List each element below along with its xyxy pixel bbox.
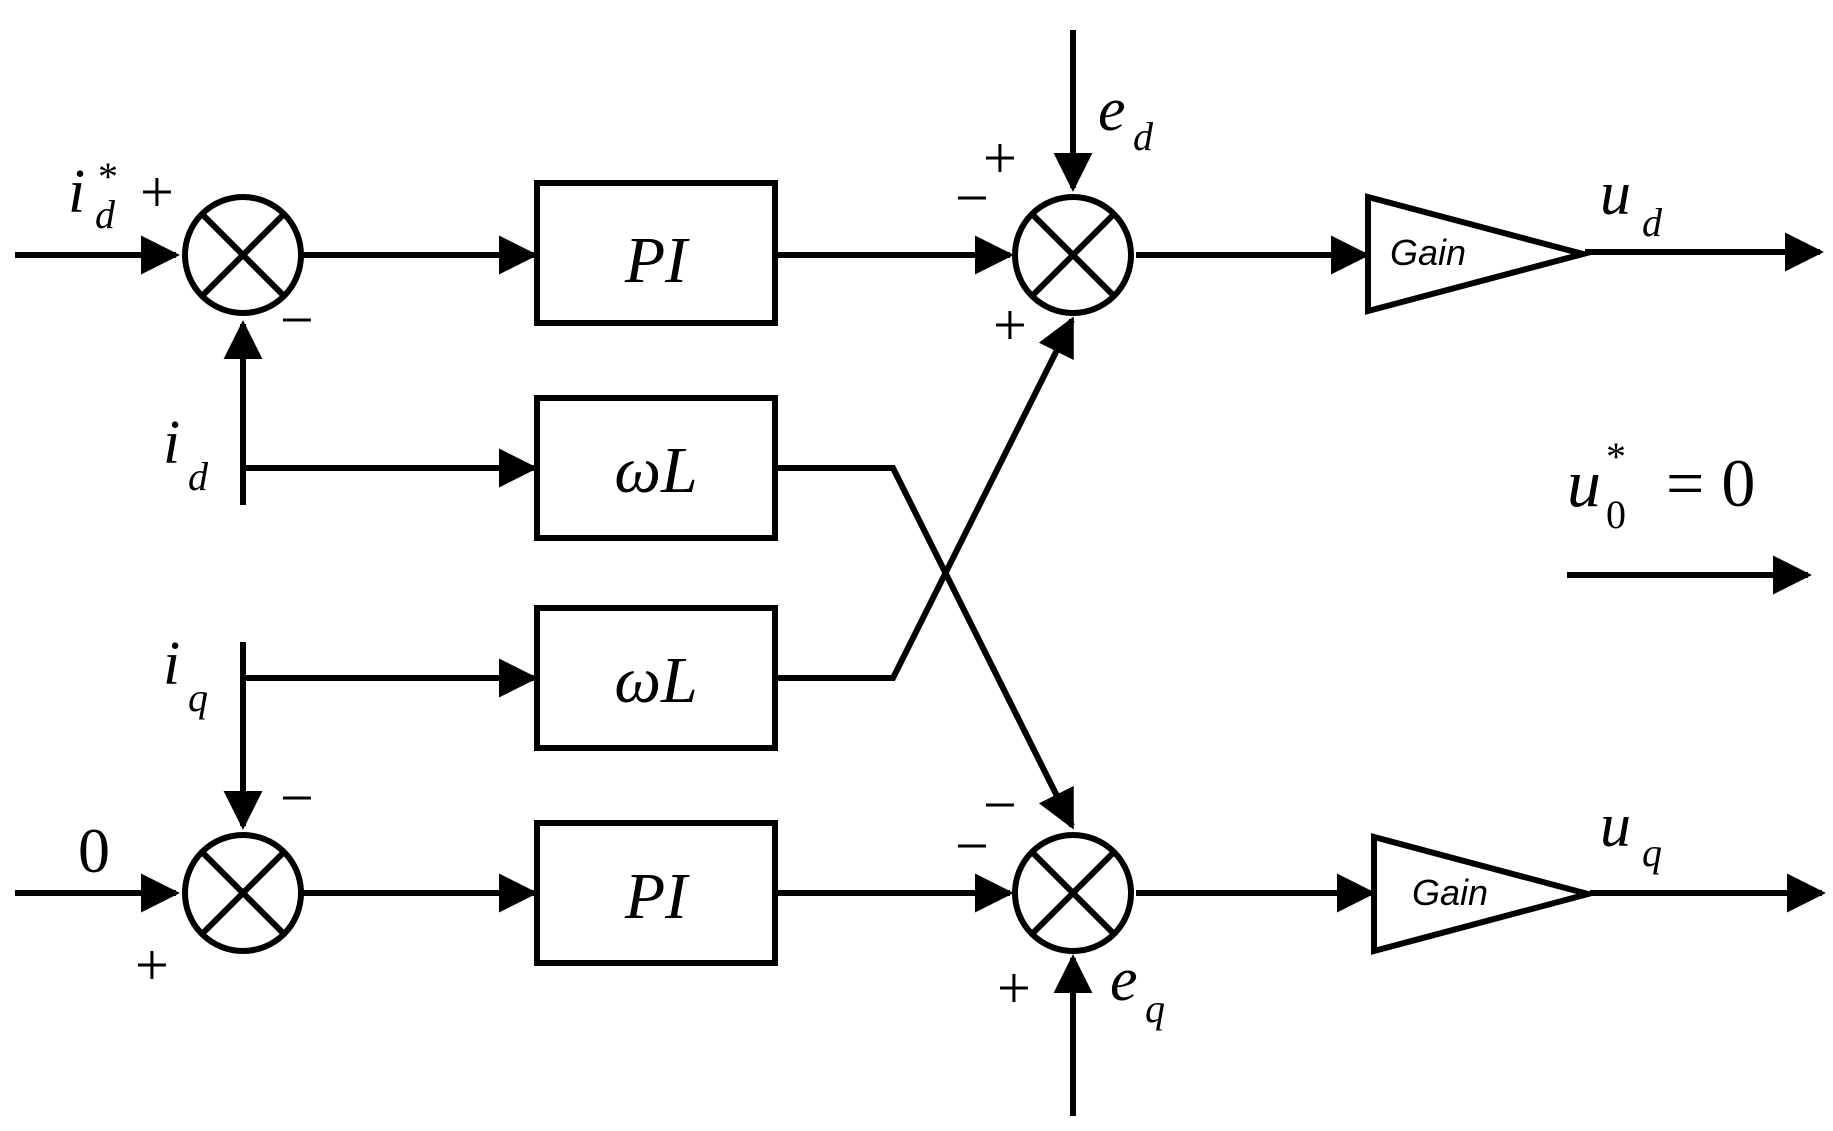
sign-sum2-minus: − bbox=[280, 765, 314, 831]
svg-text:u: u bbox=[1600, 792, 1631, 860]
pi-controller-top: PI bbox=[534, 180, 778, 326]
label-id-ref: i d * bbox=[68, 154, 118, 237]
sign-sum3-minus: − bbox=[955, 165, 989, 231]
pi-controller-bottom: PI bbox=[534, 820, 778, 966]
sign-sum4-plus: + bbox=[997, 955, 1031, 1021]
label-u0: u 0 * = 0 bbox=[1567, 434, 1755, 537]
sign-sum1-minus: − bbox=[280, 287, 314, 353]
summing-junction-d-current bbox=[182, 194, 304, 316]
summing-junction-q-current bbox=[182, 832, 304, 954]
svg-text:e: e bbox=[1110, 946, 1138, 1014]
svg-text:e: e bbox=[1098, 76, 1126, 144]
wl-top-label: ωL bbox=[614, 434, 697, 507]
signal-wires bbox=[15, 30, 1826, 1116]
sign-sum1-plus: + bbox=[140, 159, 174, 225]
label-uq: u q bbox=[1600, 792, 1662, 875]
svg-text:d: d bbox=[188, 454, 209, 499]
svg-text:u: u bbox=[1567, 445, 1601, 521]
omega-l-block-bottom: ωL bbox=[534, 605, 778, 751]
label-eq: e q bbox=[1110, 946, 1165, 1031]
gain-block-top: Gain bbox=[1365, 193, 1595, 315]
svg-text:d: d bbox=[1133, 114, 1154, 159]
wire-wl-top-to-sum4 bbox=[775, 465, 1075, 830]
svg-text:i: i bbox=[68, 158, 85, 226]
omega-l-block-top: ωL bbox=[534, 395, 778, 541]
sign-sum3-plus-top: + bbox=[983, 125, 1017, 191]
sign-sum2-plus: + bbox=[135, 932, 169, 998]
svg-text:*: * bbox=[98, 154, 118, 199]
gain-bottom-label: Gain bbox=[1412, 872, 1488, 913]
sign-sum3-plus-bottom: + bbox=[993, 292, 1027, 358]
svg-text:q: q bbox=[1145, 986, 1165, 1031]
sign-sum4-minus-left: − bbox=[955, 813, 989, 879]
pi-bottom-label: PI bbox=[624, 860, 690, 933]
svg-text:u: u bbox=[1600, 160, 1631, 228]
svg-text:0: 0 bbox=[1606, 492, 1626, 537]
svg-text:= 0: = 0 bbox=[1666, 445, 1755, 521]
label-zero-ref: 0 bbox=[78, 815, 110, 886]
summing-junction-q-voltage bbox=[1012, 832, 1134, 954]
svg-text:i: i bbox=[163, 409, 180, 477]
svg-text:i: i bbox=[163, 630, 180, 698]
svg-text:q: q bbox=[188, 675, 208, 720]
label-ud: u d bbox=[1600, 160, 1663, 245]
svg-text:q: q bbox=[1642, 830, 1662, 875]
sign-labels: + − − + + − + − − + bbox=[135, 125, 1031, 1021]
svg-text:*: * bbox=[1606, 434, 1626, 479]
svg-text:d: d bbox=[1642, 200, 1663, 245]
pi-top-label: PI bbox=[624, 224, 690, 297]
label-id: i d bbox=[163, 409, 209, 499]
label-ed: e d bbox=[1098, 76, 1154, 159]
gain-block-bottom: Gain bbox=[1371, 833, 1600, 955]
svg-text:d: d bbox=[95, 192, 116, 237]
gain-top-label: Gain bbox=[1390, 232, 1466, 273]
label-iq: i q bbox=[163, 630, 208, 720]
wl-bottom-label: ωL bbox=[614, 644, 697, 717]
summing-junction-d-voltage bbox=[1012, 194, 1134, 316]
wire-wl-bottom-to-sum3 bbox=[775, 316, 1075, 681]
sign-sum4-minus-top: − bbox=[983, 772, 1017, 838]
